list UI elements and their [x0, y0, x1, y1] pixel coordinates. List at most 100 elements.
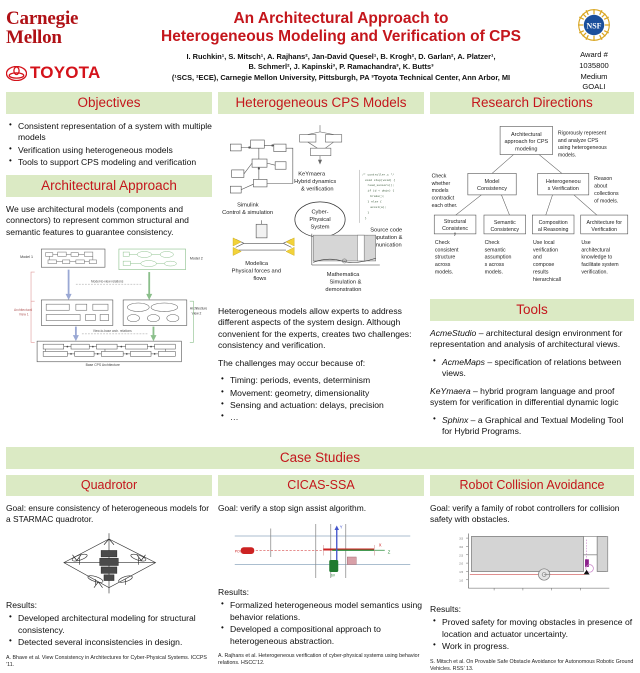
svg-text:Heterogeneou: Heterogeneou	[546, 179, 581, 185]
list-item: Work in progress.	[433, 640, 634, 652]
tool-name: Sphinx	[442, 414, 469, 425]
title-block: An Architectural Approach to Heterogeneo…	[128, 4, 554, 84]
research-directions-tree: Architectural approach for CPS modeling …	[432, 126, 629, 283]
svg-text:architectural: architectural	[581, 247, 610, 253]
svg-text:verification: verification	[533, 247, 558, 253]
diagram-node-label-mathematica: Mathematica	[327, 272, 360, 278]
robot-collision-plot: 3.53.02.5 2.01.51.0	[459, 533, 610, 591]
svg-text:and analyze CPS: and analyze CPS	[558, 138, 599, 144]
svg-text:Computation &: Computation &	[365, 235, 403, 241]
column-left: Objectives Consistent representation of …	[6, 92, 212, 443]
svg-text:approach for CPS: approach for CPS	[504, 139, 548, 145]
svg-text:& verification: & verification	[301, 186, 334, 192]
svg-text:Consistency: Consistency	[477, 186, 507, 192]
nsf-award-block: NSF Award # 1035800 Medium GOALI	[554, 4, 634, 93]
svg-text:hierarchicall: hierarchicall	[533, 277, 561, 283]
svg-text:compose: compose	[533, 262, 554, 268]
list-item: Consistent representation of a system wi…	[9, 120, 212, 144]
svg-text:models: models	[432, 188, 449, 194]
column-right: Research Directions Architectural approa…	[430, 92, 634, 443]
tree-leaf-note-compositional: Use local	[533, 240, 555, 246]
logo-group: Carnegie Mellon TOYOTA	[6, 4, 128, 83]
list-item: Movement: geometry, dimensionality	[221, 386, 424, 399]
diagram-node-label-modelica: Modelica	[245, 261, 269, 267]
author-list: I. Ruchkin¹, S. Mitsch¹, A. Rajhans², Ja…	[128, 52, 554, 84]
authors-line-1: I. Ruchkin¹, S. Mitsch¹, A. Rajhans², Ja…	[186, 51, 496, 61]
case-results-list-cicas: Formalized heterogeneous model semantics…	[218, 599, 424, 647]
list-item: Tools to support CPS modeling and verifi…	[9, 156, 212, 168]
case-studies-columns: Quadrotor Goal: ensure consistency of he…	[0, 475, 640, 672]
svg-text:models.: models.	[485, 270, 503, 276]
svg-text:whether: whether	[432, 181, 451, 187]
tools-sub-list-1: AcmeMaps – specification of relations be…	[430, 356, 634, 380]
tree-note-model-consistency: Check	[432, 173, 447, 179]
svg-text:structure: structure	[435, 255, 455, 261]
heterogeneous-paragraph-1: Heterogeneous models allow experts to ad…	[218, 306, 412, 351]
svg-text:Verification: Verification	[591, 227, 617, 233]
poster-title-line-1: An Architectural Approach to	[233, 10, 449, 27]
svg-text:void step(void) {: void step(void) {	[365, 178, 396, 182]
heterogeneous-cps-models-diagram: Simulink Control & simulation KeYmaera H…	[222, 125, 403, 293]
case-goal-quadrotor: Goal: ensure consistency of heterogeneou…	[6, 503, 209, 525]
case-title-robot: Robot Collision Avoidance	[430, 475, 634, 497]
case-study-robot-collision: Robot Collision Avoidance Goal: verify a…	[430, 475, 634, 672]
list-item: Sensing and actuation: delays, precision	[221, 399, 424, 411]
svg-text:View 2: View 2	[192, 311, 202, 315]
nsf-seal-icon: NSF	[578, 9, 610, 41]
svg-text:read_sensors();: read_sensors();	[368, 183, 395, 187]
tree-note-heterogeneous-verification: Reason	[594, 176, 612, 182]
svg-text:and: and	[533, 255, 542, 261]
svg-text:each other.: each other.	[432, 203, 458, 209]
svg-text:modeling: modeling	[515, 147, 537, 153]
svg-text:2.5: 2.5	[459, 554, 463, 558]
diagram-label-arch-view-2: Architecture	[190, 307, 208, 311]
svg-text:View 1: View 1	[19, 313, 29, 317]
objectives-list: Consistent representation of a system wi…	[6, 120, 212, 169]
svg-text:if (d < dmin) {: if (d < dmin) {	[368, 189, 395, 193]
carnegie-mellon-logo: Carnegie Mellon	[6, 9, 128, 47]
case-study-quadrotor: Quadrotor Goal: ensure consistency of he…	[6, 475, 212, 672]
svg-text:Cyber-: Cyber-	[311, 209, 328, 215]
tree-leaf-note-structural: Check	[435, 240, 450, 246]
nsf-award-program: GOALI	[582, 82, 606, 92]
svg-text:Composition: Composition	[539, 220, 568, 226]
svg-text:}: }	[365, 216, 367, 220]
svg-text:Consistenc: Consistenc	[442, 226, 468, 232]
svg-text:communication: communication	[363, 243, 401, 249]
diagram-node-label-keymaera: KeYmaera	[298, 171, 326, 177]
svg-text:Physical forces and: Physical forces and	[232, 269, 281, 275]
svg-text:Model: Model	[485, 179, 500, 185]
svg-text:Semantic: Semantic	[494, 220, 516, 226]
svg-text:Physical: Physical	[309, 217, 330, 223]
case-goal-cicas: Goal: verify a stop sign assist algorith…	[218, 503, 367, 514]
case-title-quadrotor: Quadrotor	[6, 475, 212, 497]
diagram-label-base-architecture: Base CPS Architecture	[86, 363, 120, 367]
svg-text:y: y	[454, 231, 457, 236]
svg-text:accel(a);: accel(a);	[370, 205, 386, 209]
list-item: Formalized heterogeneous model semantics…	[221, 599, 424, 623]
section-header-research-directions: Research Directions	[430, 92, 634, 114]
svg-text:al Reasoning: al Reasoning	[538, 227, 569, 233]
svg-text:}: }	[368, 210, 370, 214]
case-results-label-cicas: Results:	[218, 587, 250, 598]
tools-sub-list-2: Sphinx – a Graphical and Textual Modelin…	[430, 414, 634, 438]
svg-text:demonstration: demonstration	[325, 287, 361, 293]
tool-desc: – a Graphical and Textual Modeling Tool …	[442, 414, 624, 436]
list-item: …	[221, 411, 424, 423]
list-item: Detected several inconsistencies in desi…	[9, 636, 212, 648]
svg-text:semantic: semantic	[485, 247, 506, 253]
tool-name: AcmeMaps	[442, 356, 485, 367]
svg-text:X: X	[379, 543, 382, 548]
svg-text:models.: models.	[558, 153, 576, 159]
section-header-objectives: Objectives	[6, 92, 212, 114]
case-results-list-quadrotor: Developed architectural modeling for str…	[6, 612, 212, 648]
svg-text:} else {: } else {	[368, 200, 382, 204]
svg-text:s across: s across	[485, 262, 505, 268]
diagram-label-model-view-relation: Model-to-view relations	[91, 279, 124, 283]
svg-text:Y: Y	[340, 525, 343, 530]
list-item: Timing: periods, events, determinism	[221, 374, 424, 386]
case-results-label-robot: Results:	[430, 604, 462, 615]
svg-text:using heterogeneous: using heterogeneous	[558, 145, 607, 151]
svg-text:Consistency: Consistency	[491, 227, 520, 233]
svg-text:contradict: contradict	[432, 196, 455, 202]
